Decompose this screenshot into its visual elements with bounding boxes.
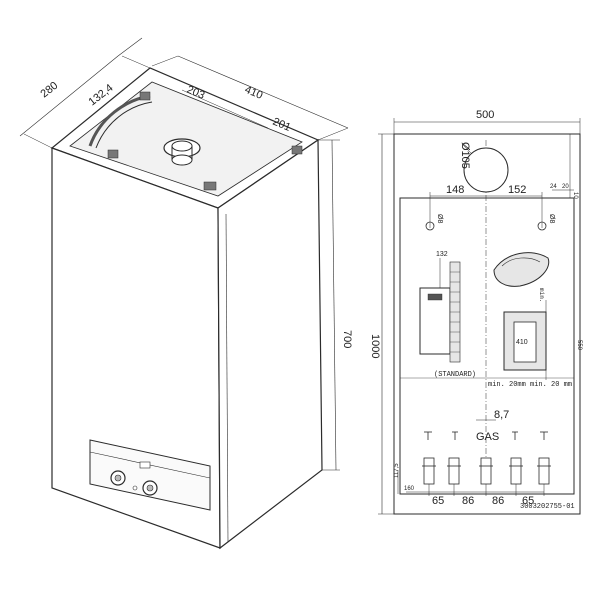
plan-label-min-left: min. 20mm [488, 381, 526, 389]
boiler-side-face [217, 138, 323, 550]
plan-dim-hole-left: Ø8 [436, 214, 443, 223]
plan-outer-frame [393, 133, 581, 515]
plan-fixing-hole-right [537, 221, 547, 231]
plan-dim-bracket-132: 132 [436, 251, 448, 258]
plan-flue-hole [463, 147, 509, 193]
plan-dim-side-right: 550 [576, 340, 582, 351]
plan-dim-height: 1000 [369, 334, 381, 358]
plan-dim-152: 152 [508, 184, 526, 196]
plan-dim-bottom-left: 117,5 [394, 463, 400, 478]
plan-dim-top-small: 24 [550, 184, 557, 190]
plan-dim-hole-right: Ø8 [548, 214, 555, 223]
plan-template-frame [399, 197, 575, 495]
control-panel [89, 439, 211, 511]
plan-dim-bottom-1: 65 [432, 495, 444, 507]
plan-dim-bottom-2: 86 [462, 495, 474, 507]
plan-dim-side-small: 10 [572, 192, 578, 199]
plan-label-min-right: min. 20 mm [530, 381, 572, 389]
isometric-view [19, 37, 349, 550]
plan-dim-148: 148 [446, 184, 464, 196]
plan-label-standard: (STANDARD) [434, 371, 476, 379]
plan-fixing-hole-left [425, 221, 435, 231]
plan-label-gas: GAS [476, 431, 499, 443]
plan-dim-flue: Ø105 [459, 142, 471, 169]
plan-dim-top-small-2: 20 [562, 184, 569, 190]
plan-dim-bottom-left-2: 160 [404, 486, 415, 492]
plan-pipe-bundle [493, 252, 550, 287]
plan-dim-bracket-410: 410 [516, 339, 528, 346]
plan-dim-bottom-3: 86 [492, 495, 504, 507]
plan-dim-gas-offset: 8,7 [494, 409, 509, 421]
plan-dim-bottom-4: 65 [522, 495, 534, 507]
plan-part-number: 3003202755-01 [520, 503, 575, 511]
iso-dim-depth: 280 [38, 80, 60, 101]
iso-dim-height: 700 [341, 330, 353, 348]
plan-connection-markers [424, 431, 548, 440]
plan-label-min-side: min. [538, 288, 545, 302]
plan-dim-width: 500 [476, 109, 494, 121]
iso-dim-front-width: 410 [243, 84, 265, 102]
plan-pipe-stubs [422, 457, 551, 485]
plan-view [378, 118, 581, 515]
